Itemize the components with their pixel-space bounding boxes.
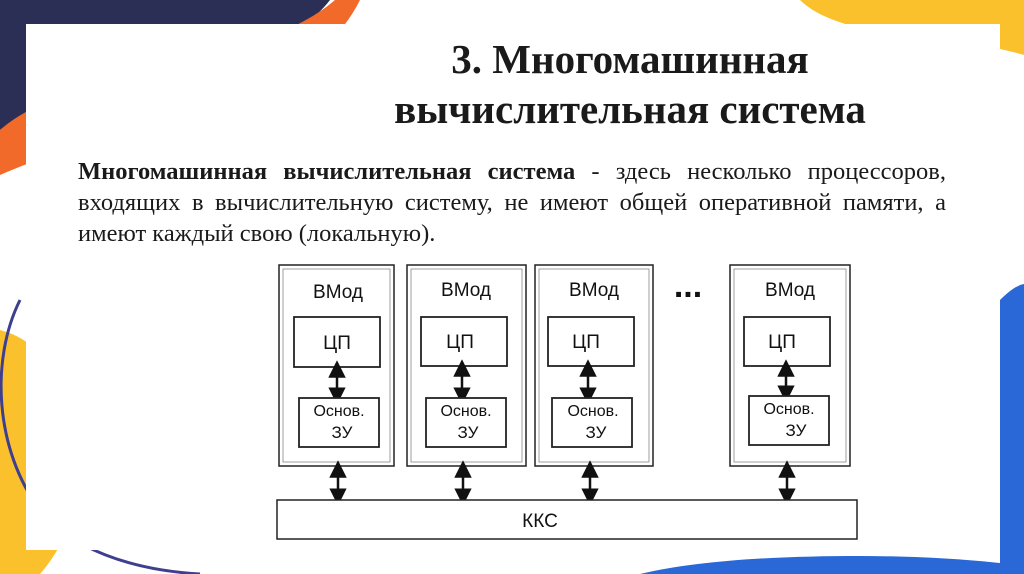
- paragraph-bold-term: Многомашинная вычислительная система: [78, 158, 576, 185]
- module-1: ВМод ЦП Основ. ЗУ: [278, 264, 395, 467]
- cpu-box: [420, 316, 508, 367]
- memory-label-line-1: Основ.: [313, 403, 364, 420]
- module-4: ВМод ЦП Основ. ЗУ: [729, 264, 851, 467]
- blue-blob-right: [1000, 284, 1024, 574]
- cpu-label: ЦП: [768, 332, 796, 353]
- memory-box: [748, 395, 830, 446]
- slide-title: 3. Многомашинная вычислительная система: [300, 34, 960, 134]
- module-label: ВМод: [441, 280, 491, 301]
- memory-box: [298, 397, 380, 448]
- more-modules-ellipsis: ...: [674, 267, 702, 305]
- memory-label-line-1: Основ.: [763, 401, 814, 418]
- module-label: ВМод: [765, 280, 815, 301]
- bus-box: [276, 499, 858, 540]
- module-2: ВМод ЦП Основ. ЗУ: [406, 264, 527, 467]
- memory-label-line-1: Основ.: [567, 403, 618, 420]
- cpu-label: ЦП: [446, 332, 474, 353]
- module-label: ВМод: [313, 282, 363, 303]
- title-line-1: 3. Многомашинная: [451, 36, 809, 82]
- cpu-label: ЦП: [323, 333, 351, 354]
- cpu-box: [547, 316, 635, 367]
- memory-label-line-2: ЗУ: [786, 421, 807, 440]
- memory-label-line-2: ЗУ: [586, 423, 607, 442]
- title-line-2: вычислительная система: [394, 86, 866, 132]
- cpu-box: [293, 316, 381, 368]
- memory-box: [551, 397, 633, 448]
- module-3: ВМод ЦП Основ. ЗУ: [534, 264, 654, 467]
- description-paragraph: Многомашинная вычислительная система - з…: [78, 156, 946, 249]
- paragraph-text: - здесь несколько процессоров, входящих …: [78, 158, 946, 247]
- blue-blob-bottom: [640, 556, 1024, 574]
- memory-box: [425, 397, 507, 448]
- module-label: ВМод: [569, 280, 619, 301]
- cpu-label: ЦП: [572, 332, 600, 353]
- memory-label-line-1: Основ.: [440, 403, 491, 420]
- memory-label-line-2: ЗУ: [332, 423, 353, 442]
- cpu-box: [743, 316, 831, 367]
- memory-label-line-2: ЗУ: [458, 423, 479, 442]
- bus-label: ККС: [522, 511, 558, 532]
